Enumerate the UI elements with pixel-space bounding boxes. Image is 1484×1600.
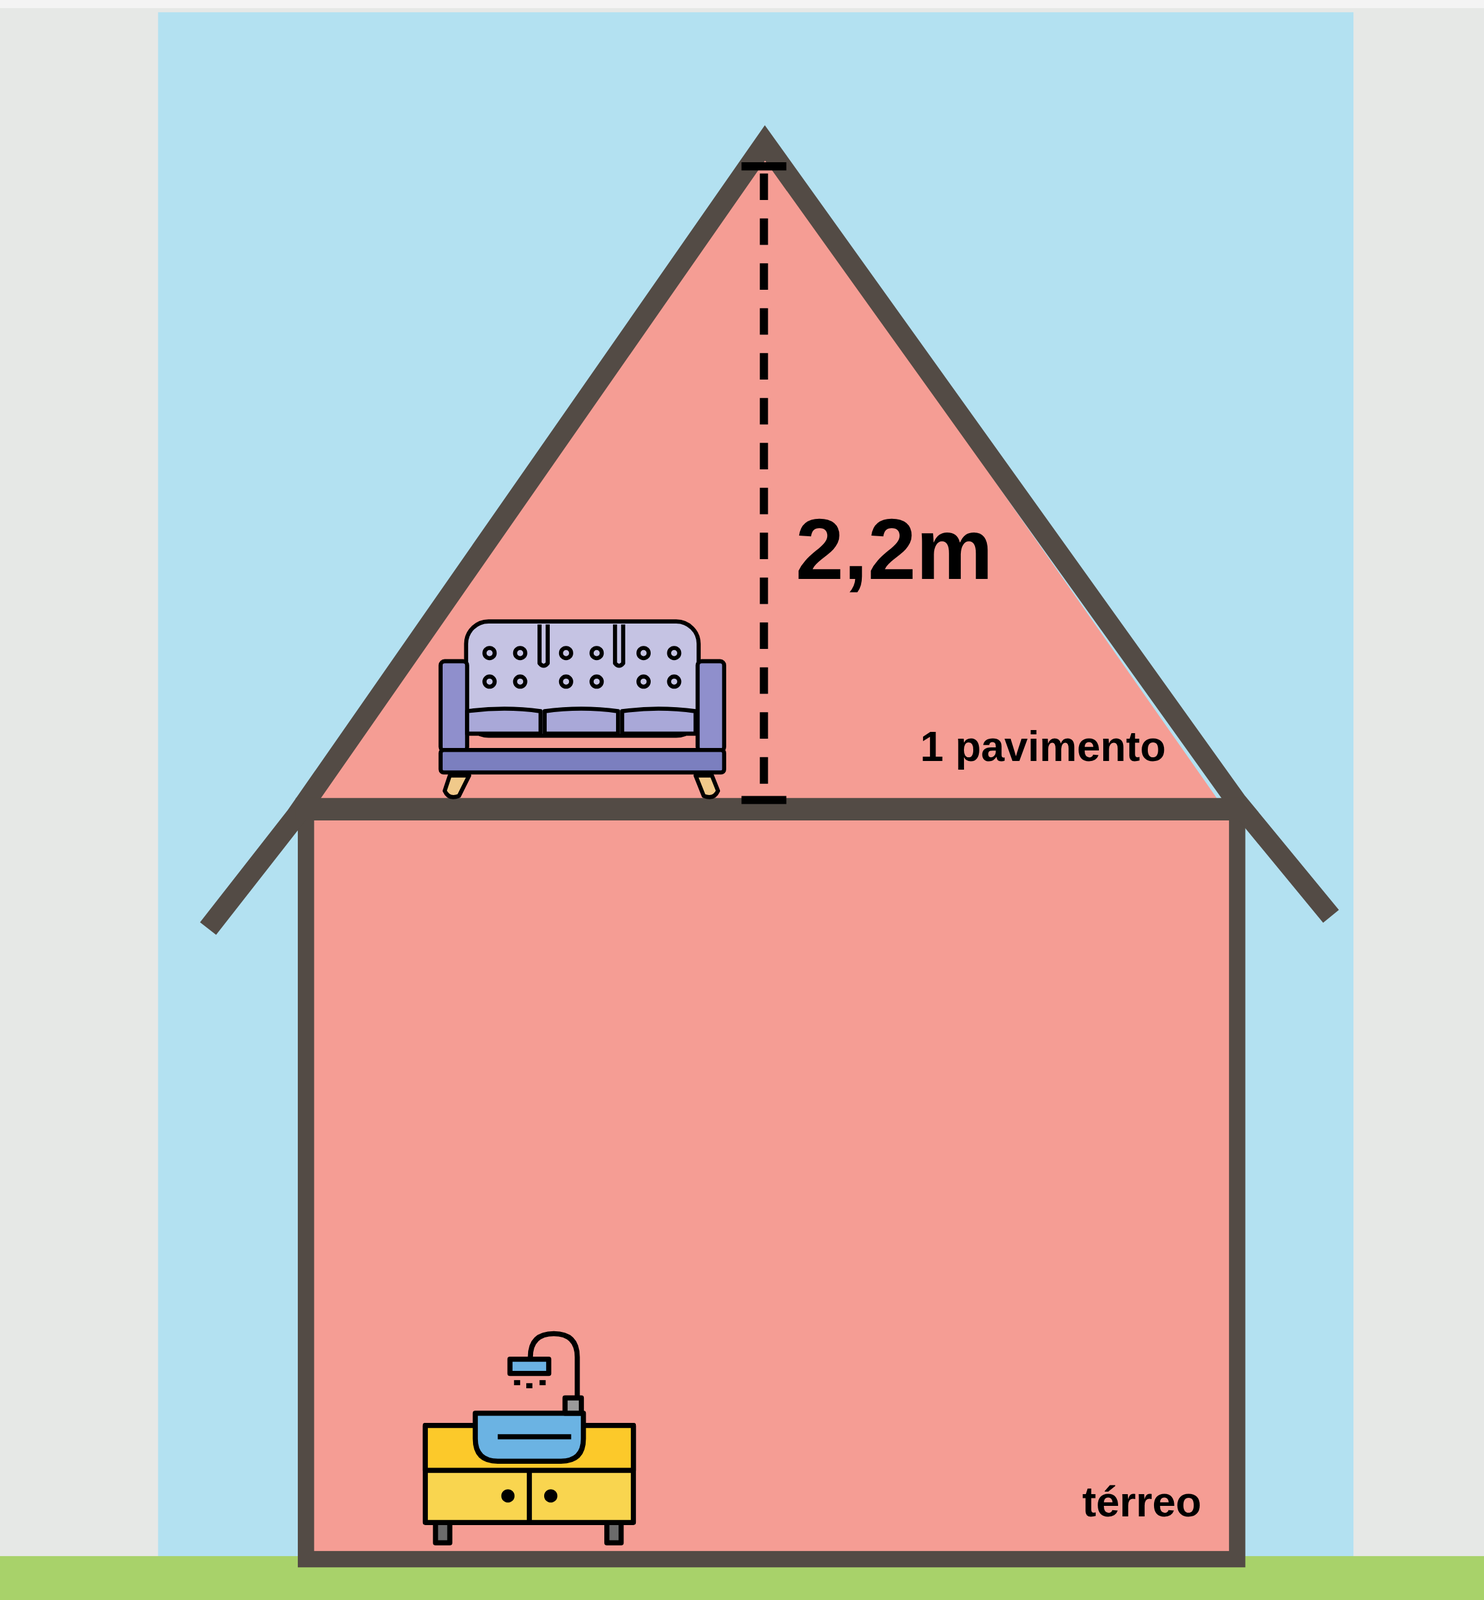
dimension-label: 2,2m [795, 505, 994, 593]
floor-label: 1 pavimento [919, 724, 1166, 768]
attic-floor: 1 pavimento [316, 152, 1220, 801]
floor-label: térreo [1082, 1480, 1202, 1523]
ground-floor: térreo [313, 817, 1229, 1551]
